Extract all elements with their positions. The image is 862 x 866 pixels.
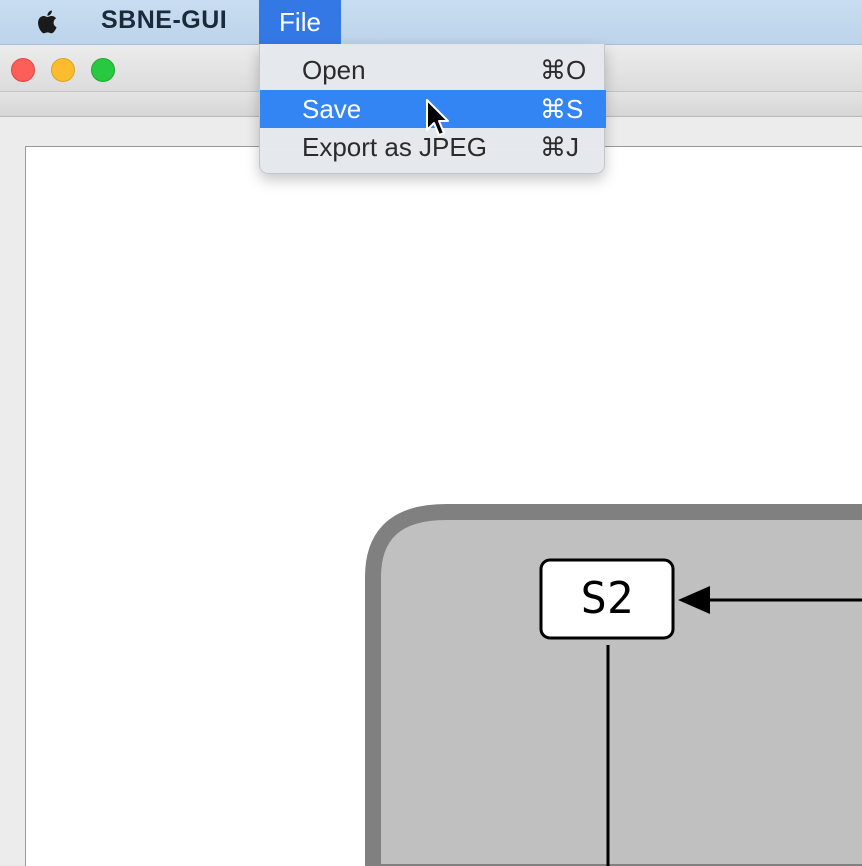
minimize-icon[interactable] (51, 58, 75, 82)
menu-item-shortcut: ⌘S (540, 94, 584, 124)
cursor-icon (426, 99, 449, 136)
close-icon[interactable] (11, 58, 35, 82)
network-canvas[interactable]: S2 (25, 146, 862, 866)
menu-item-shortcut: ⌘O (540, 55, 587, 85)
network-diagram: S2 (365, 504, 862, 866)
menu-item-shortcut: ⌘J (540, 132, 579, 162)
arrowhead-icon (678, 586, 710, 614)
menu-item-label: Open (302, 55, 366, 85)
file-menu-button[interactable]: File (259, 0, 341, 44)
zoom-icon[interactable] (91, 58, 115, 82)
menu-item-export-jpeg[interactable]: Export as JPEG ⌘J (260, 128, 606, 166)
menu-bar: SBNE-GUI File (0, 0, 862, 45)
menu-item-label: Export as JPEG (302, 132, 487, 162)
menu-item-label: Save (302, 94, 362, 124)
species-node-s2 (539, 558, 675, 640)
app-name-menu[interactable]: SBNE-GUI (101, 6, 228, 34)
species-label: S2 (581, 573, 634, 624)
apple-icon[interactable] (32, 6, 64, 38)
menu-item-open[interactable]: Open ⌘O (260, 51, 606, 89)
